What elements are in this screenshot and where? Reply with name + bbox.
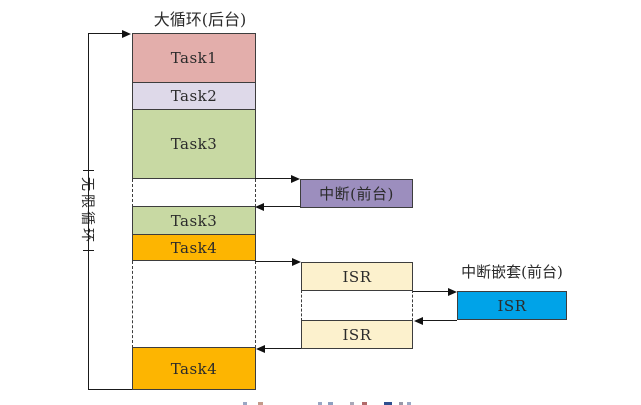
idle-gap-interrupt: [132, 179, 256, 207]
isr2-label: ISR: [342, 325, 372, 344]
clipped-caption-fragment: [258, 402, 263, 405]
task1-block: Task1: [132, 33, 256, 83]
background-loop-title: 大循环(后台): [153, 10, 247, 29]
arrow-isr-return-line: [263, 348, 301, 349]
arrow-interrupt-return-line: [262, 206, 300, 207]
task2-block: Task2: [132, 82, 256, 110]
task4-resume-block: Task4: [132, 347, 256, 390]
arrow-nested-return-head-icon: [414, 316, 423, 325]
arrow-task3-to-interrupt-line: [255, 178, 293, 179]
loop-label-bottom-tick: [83, 250, 94, 251]
clipped-caption-fragment: [243, 402, 247, 405]
arrow-isr-to-nested-line: [413, 291, 450, 292]
clipped-caption-fragment: [328, 402, 333, 405]
clipped-caption-fragment: [407, 402, 411, 405]
isr1-block: ISR: [301, 262, 413, 291]
interrupt-block: 中断(前台): [300, 179, 413, 208]
loop-top-line: [88, 33, 124, 34]
loop-vertical-line: [88, 33, 89, 390]
arrow-isr-to-nested-head-icon: [448, 287, 457, 296]
loop-entry-arrowhead-icon: [122, 29, 131, 38]
arrow-task3-to-interrupt-head-icon: [291, 174, 300, 183]
nested-isr-block: ISR: [457, 291, 567, 320]
interrupt-label: 中断(前台): [319, 185, 394, 203]
task1-label: Task1: [170, 49, 218, 67]
isr1-label: ISR: [342, 267, 372, 286]
loop-bottom-line: [88, 389, 133, 390]
interrupt-nesting-title: 中断嵌套(前台): [461, 263, 563, 281]
task3-block: Task3: [132, 109, 256, 179]
isr2-block: ISR: [301, 320, 413, 349]
task4-resume-label: Task4: [170, 359, 218, 378]
clipped-caption-fragment: [399, 402, 403, 405]
clipped-caption-fragment: [384, 402, 392, 405]
task4-block: Task4: [132, 234, 256, 261]
task4-label: Task4: [170, 238, 218, 257]
arrow-task4-to-isr-head-icon: [292, 257, 301, 266]
arrow-isr-return-head-icon: [256, 344, 265, 353]
isr-idle-gap: [301, 290, 413, 321]
task3-resume-label: Task3: [170, 211, 218, 230]
arrow-task4-to-isr-line: [255, 261, 294, 262]
task2-label: Task2: [170, 87, 218, 105]
loop-label-top-tick: [83, 170, 94, 171]
clipped-caption-fragment: [318, 402, 322, 405]
arrow-nested-return-line: [421, 320, 457, 321]
nested-isr-label: ISR: [497, 296, 527, 315]
task3-resume-block: Task3: [132, 206, 256, 235]
clipped-caption-fragment: [362, 402, 367, 405]
task3-label: Task3: [170, 135, 218, 153]
clipped-caption-fragment: [350, 402, 354, 405]
idle-gap-isr: [132, 261, 256, 348]
arrow-interrupt-return-head-icon: [255, 202, 264, 211]
